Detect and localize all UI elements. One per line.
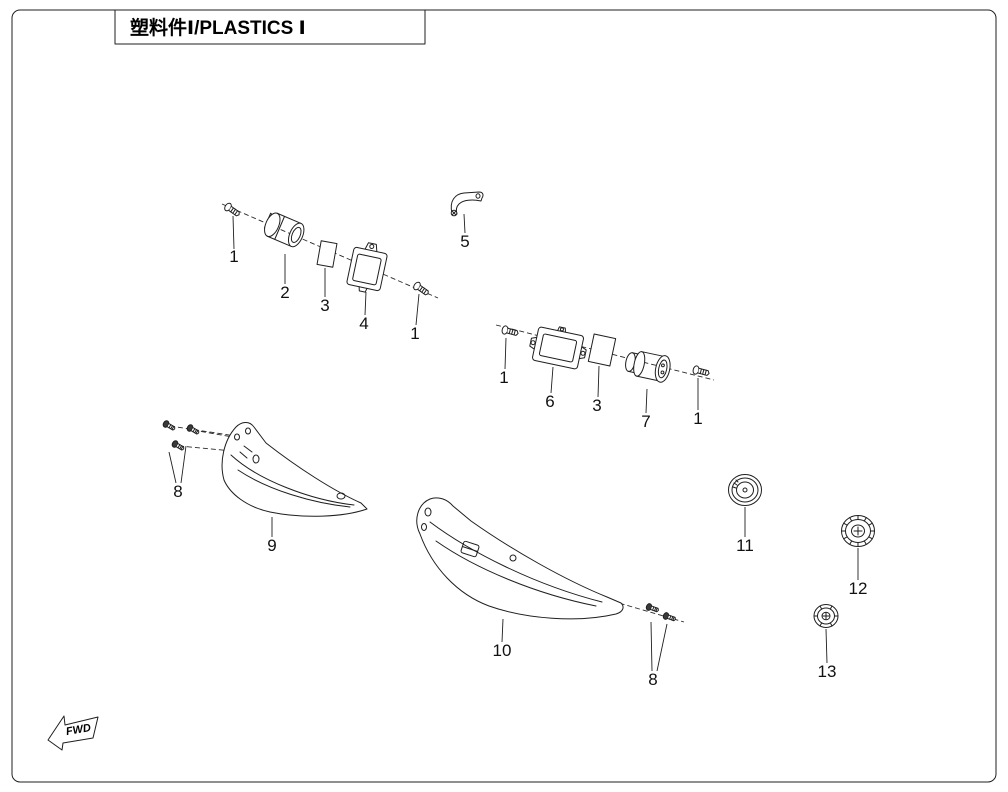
right-panel-assembly <box>416 497 678 624</box>
left-panel-assembly <box>161 419 368 517</box>
callout-15: 11 <box>736 536 754 555</box>
callout-6: 1 <box>499 368 508 387</box>
rear-reflector-assembly <box>500 324 711 383</box>
screw-8e-drawing <box>661 611 678 624</box>
title-box <box>114 9 426 45</box>
callout-2: 3 <box>320 296 329 315</box>
part-2-drawing <box>263 212 305 248</box>
callout-leader-lines <box>168 213 859 672</box>
page-title: 塑料件Ⅰ/PLASTICS Ⅰ <box>130 16 306 39</box>
callout-13: 10 <box>493 641 512 660</box>
fwd-indicator: FWD <box>47 715 99 751</box>
part-12-drawing <box>841 515 875 547</box>
screw-1d-drawing <box>691 364 711 379</box>
callout-11: 8 <box>173 482 182 501</box>
callout-5: 5 <box>460 232 469 251</box>
callout-9: 7 <box>641 412 650 431</box>
callout-7: 6 <box>545 392 554 411</box>
callout-8: 3 <box>592 396 601 415</box>
part-6-drawing <box>529 326 587 370</box>
callout-0: 1 <box>229 247 238 266</box>
callout-12: 9 <box>267 536 276 555</box>
screw-1c-drawing <box>500 324 520 339</box>
callout-16: 12 <box>849 579 868 598</box>
part-3b-drawing <box>587 333 617 367</box>
screw-8d-drawing <box>644 602 661 615</box>
callout-10: 1 <box>693 409 702 428</box>
part-9-drawing <box>221 422 368 517</box>
callout-labels: 1 2 3 4 1 5 1 6 3 7 1 8 9 10 8 11 12 13 <box>173 232 867 689</box>
callout-1: 2 <box>280 283 289 302</box>
part-3a-drawing <box>316 240 338 268</box>
front-reflector-assembly <box>222 191 484 298</box>
page-border <box>11 9 997 783</box>
fwd-arrow-icon <box>47 715 99 751</box>
part-7-drawing <box>625 351 671 383</box>
callout-14: 8 <box>648 670 657 689</box>
fwd-label: FWD <box>65 722 92 738</box>
screw-1b-drawing <box>411 280 431 298</box>
page-frame: 塑料件Ⅰ/PLASTICS Ⅰ <box>11 9 997 783</box>
part-10-drawing <box>416 497 624 620</box>
part-11-drawing <box>728 474 762 506</box>
screw-1a-drawing <box>222 201 242 219</box>
part-4-drawing <box>346 242 388 293</box>
part-13-drawing <box>813 604 839 628</box>
screw-8b-drawing <box>170 439 186 453</box>
callout-3: 4 <box>359 314 368 333</box>
callout-4: 1 <box>410 324 419 343</box>
screw-8a-drawing <box>161 419 177 433</box>
callout-17: 13 <box>818 662 837 681</box>
part-5-drawing <box>450 191 484 217</box>
